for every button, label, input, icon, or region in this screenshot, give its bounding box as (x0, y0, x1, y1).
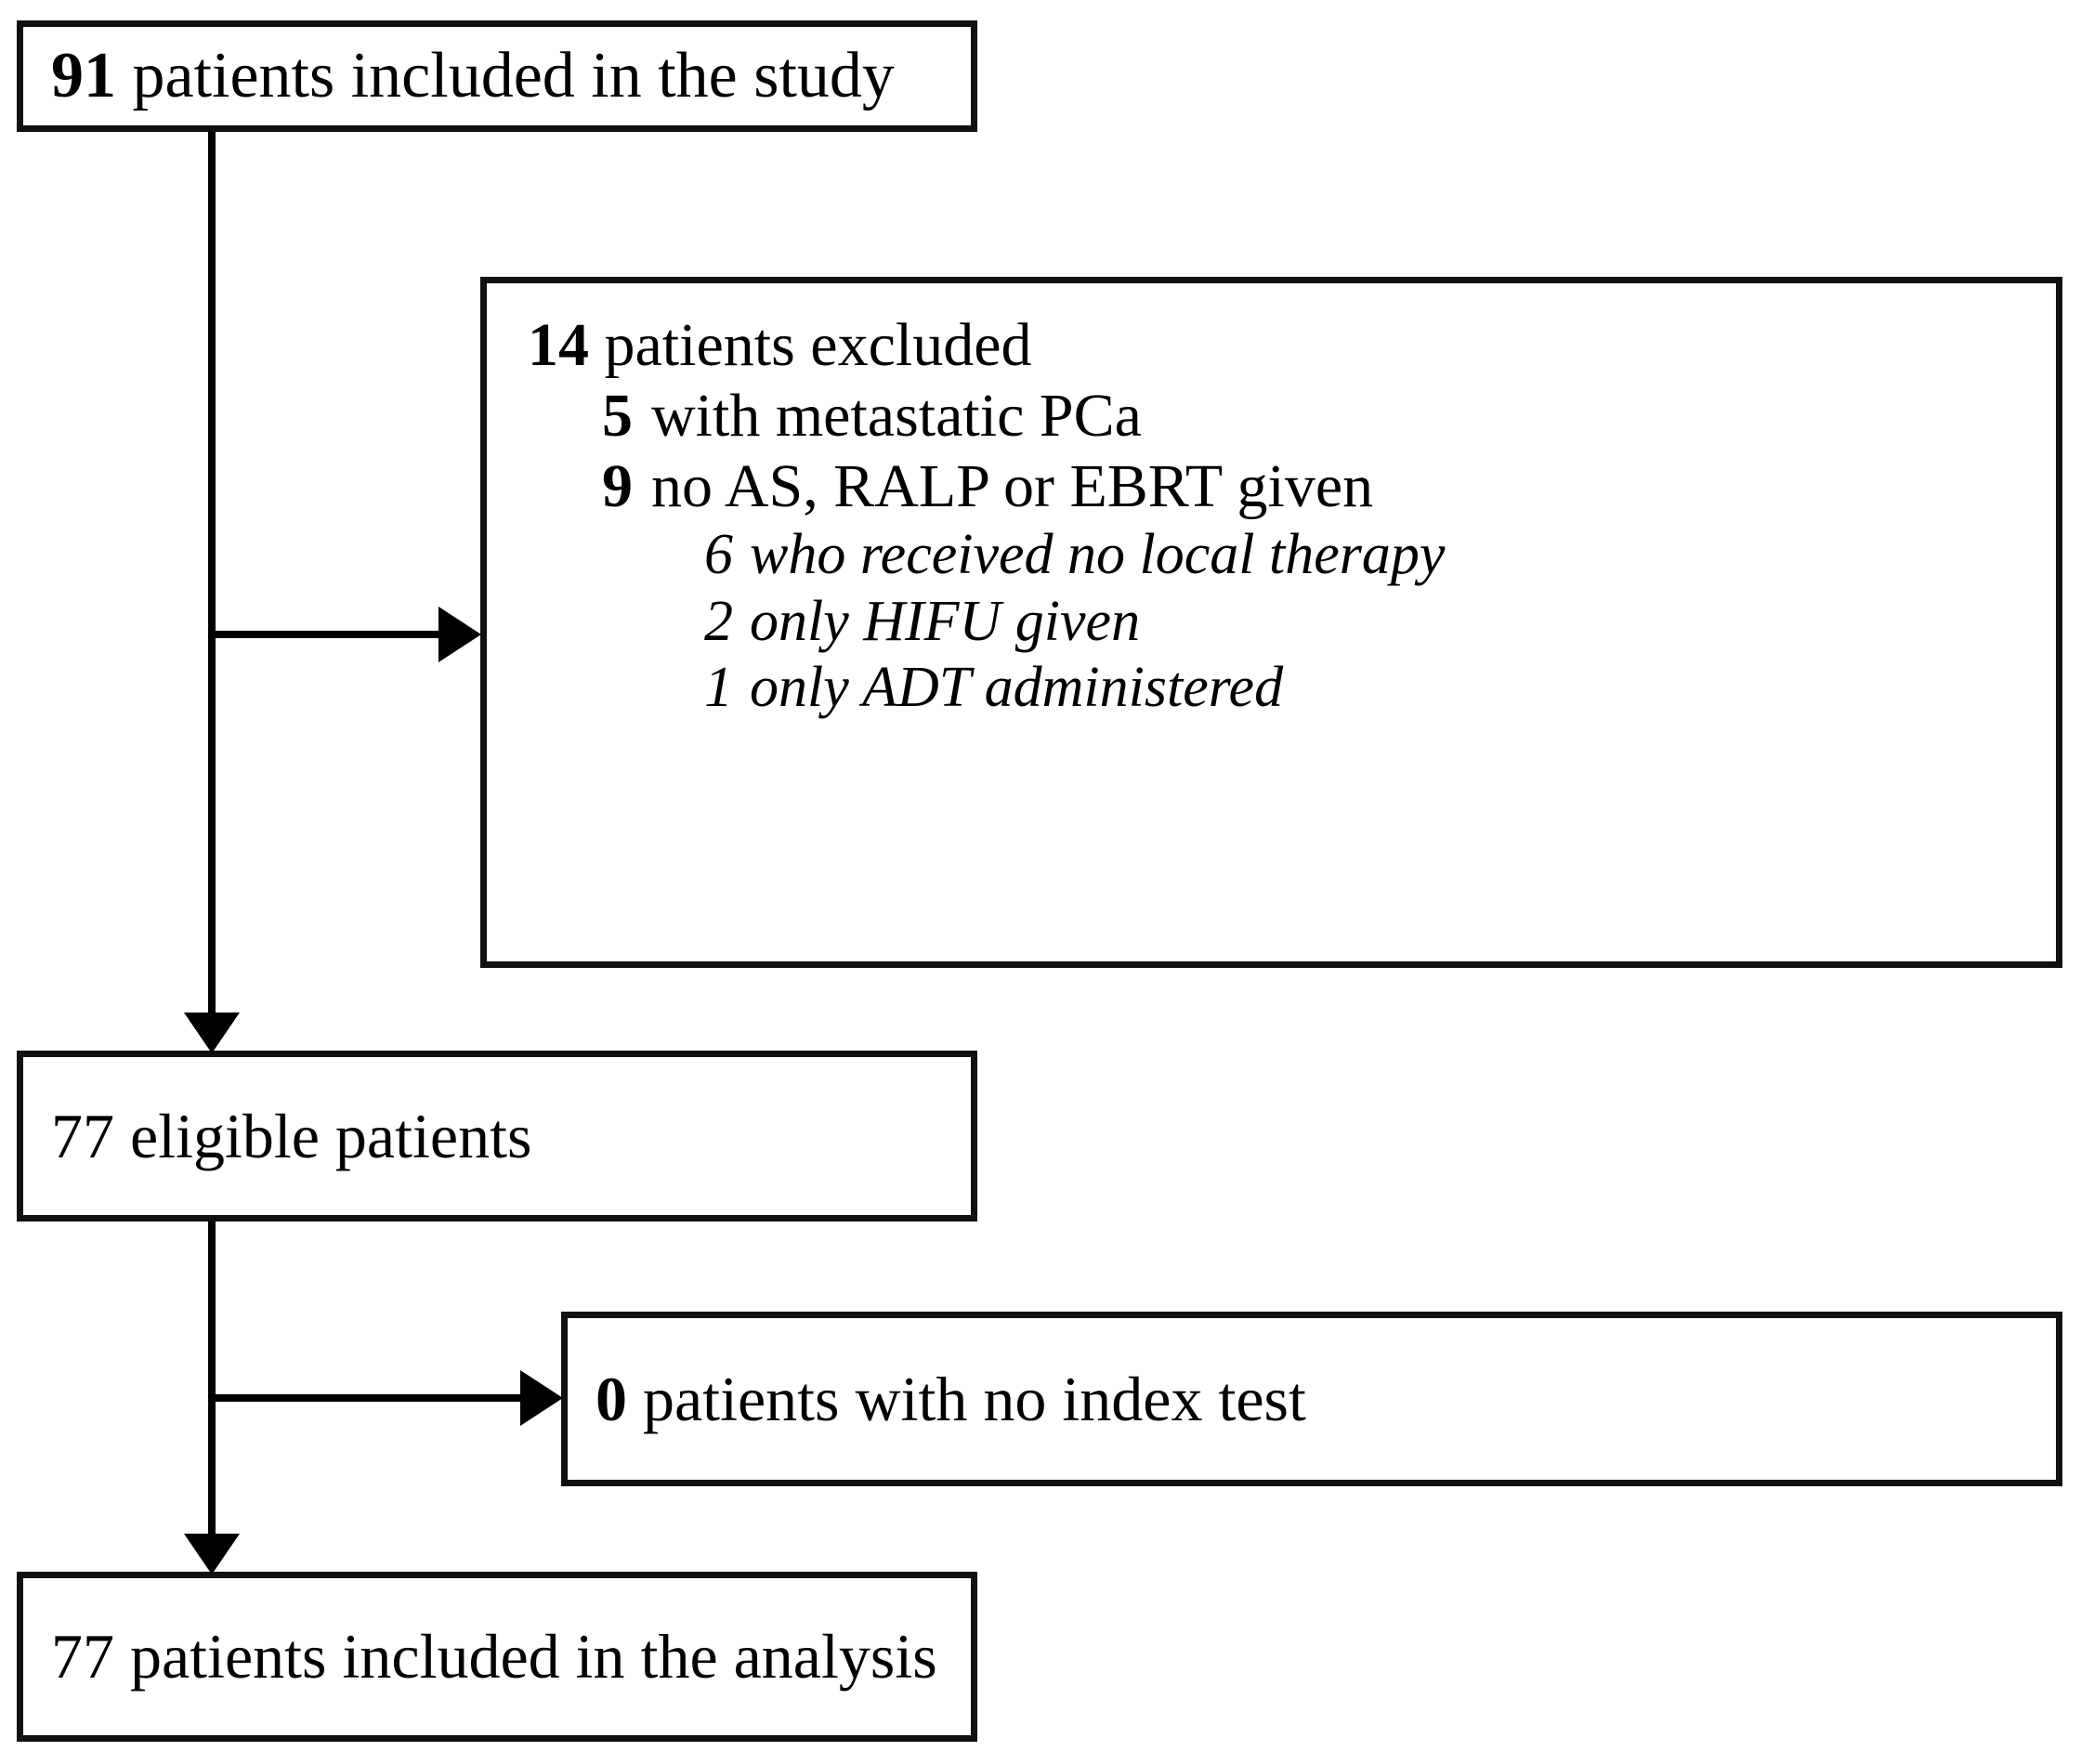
box-patients-included-line: 91 patients included in the study (51, 39, 949, 111)
count-included: 91 (51, 39, 116, 111)
connector-to-excluded (208, 631, 450, 638)
label-subreason-0: who received no local therapy (750, 522, 1446, 586)
label-subreason-2: only ADT administered (750, 656, 1284, 720)
arrowhead-down-icon (184, 1534, 240, 1575)
arrowhead-down-icon (184, 1013, 240, 1053)
arrowhead-right-icon (520, 1370, 563, 1426)
count-subreason-2: 1 (704, 656, 733, 720)
excluded-subreason-line: 1 only ADT administered (704, 656, 2034, 720)
box-patients-included: 91 patients included in the study (17, 20, 977, 132)
label-included: patients included in the study (116, 39, 895, 111)
box-no-index-test-content: 0 patients with no index test (568, 1365, 2056, 1432)
excluded-reason-line: 9 no AS, RALP or EBRT given (602, 451, 2034, 520)
count-analysis: 77 (51, 1621, 114, 1692)
label-reason-0: with metastatic PCa (651, 381, 1142, 450)
excluded-subreason-line: 6 who received no local therapy (704, 522, 2034, 586)
label-no-index-test: patients with no index test (627, 1363, 1306, 1434)
label-eligible: eligible patients (114, 1100, 532, 1171)
connector-to-no-index-test (208, 1394, 531, 1402)
excluded-reason-line: 5 with metastatic PCa (602, 381, 2034, 450)
label-reason-1: no AS, RALP or EBRT given (651, 451, 1374, 520)
label-analysis: patients included in the analysis (114, 1621, 937, 1692)
box-patients-in-analysis-line: 77 patients included in the analysis (51, 1623, 949, 1690)
count-reason-1: 9 (602, 451, 633, 520)
box-patients-in-analysis-content: 77 patients included in the analysis (23, 1623, 971, 1690)
excluded-header-line: 14 patients excluded (528, 313, 2034, 378)
box-patients-in-analysis: 77 patients included in the analysis (17, 1572, 977, 1742)
box-eligible-patients-content: 77 eligible patients (23, 1103, 971, 1169)
box-eligible-patients: 77 eligible patients (17, 1051, 977, 1222)
excluded-subreason-line: 2 only HIFU given (704, 589, 2034, 653)
count-subreason-0: 6 (704, 522, 733, 586)
box-eligible-patients-line: 77 eligible patients (51, 1103, 949, 1169)
connector-included-to-eligible (208, 132, 216, 1016)
box-no-index-test: 0 patients with no index test (561, 1312, 2062, 1486)
arrowhead-right-icon (438, 607, 481, 662)
box-no-index-test-line: 0 patients with no index test (596, 1365, 2034, 1432)
box-patients-excluded: 14 patients excluded 5 with metastatic PC… (480, 277, 2062, 968)
connector-eligible-to-analysis (208, 1222, 216, 1537)
count-eligible: 77 (51, 1100, 114, 1171)
count-reason-0: 5 (602, 381, 633, 450)
label-excluded: patients excluded (589, 311, 1032, 379)
label-subreason-1: only HIFU given (750, 589, 1141, 653)
count-subreason-1: 2 (704, 589, 733, 653)
box-patients-included-content: 91 patients included in the study (23, 39, 971, 111)
count-excluded: 14 (528, 311, 589, 379)
box-patients-excluded-content: 14 patients excluded 5 with metastatic PC… (487, 283, 2056, 725)
count-no-index-test: 0 (596, 1363, 627, 1434)
